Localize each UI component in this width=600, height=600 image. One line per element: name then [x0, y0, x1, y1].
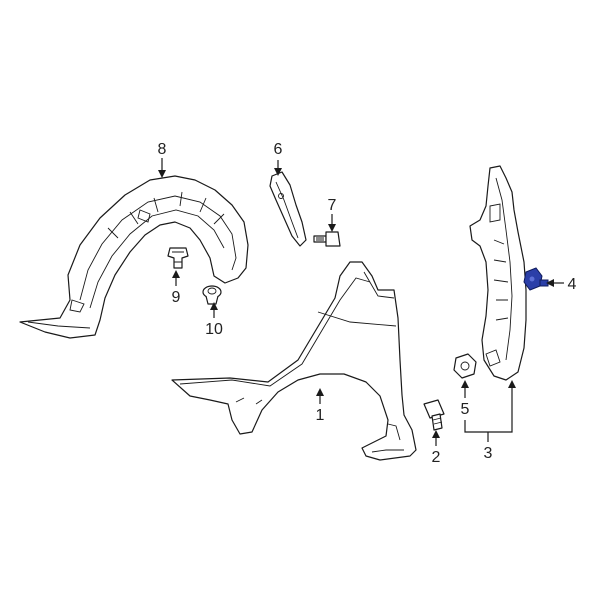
- clip-9-part[interactable]: [167, 247, 189, 269]
- callout-2: 2: [432, 449, 441, 466]
- callout-8: 8: [158, 141, 167, 158]
- bolt-2-part[interactable]: [423, 399, 445, 431]
- callout-6: 6: [274, 141, 283, 158]
- bolt-7-part[interactable]: [313, 231, 341, 247]
- highlighted-screw-part[interactable]: [523, 267, 549, 291]
- fender-brace-part[interactable]: [469, 165, 527, 381]
- leader-lines: [158, 158, 564, 446]
- fender-liner-part[interactable]: [19, 175, 249, 339]
- callout-1: 1: [316, 407, 325, 424]
- nut-5-part[interactable]: [453, 353, 477, 379]
- callout-3: 3: [484, 445, 493, 462]
- callout-4: 4: [568, 276, 577, 293]
- callout-10: 10: [205, 321, 223, 338]
- callout-7: 7: [328, 197, 337, 214]
- bracket-6-part[interactable]: [269, 171, 307, 247]
- front-fender-part[interactable]: [171, 261, 417, 461]
- callout-5: 5: [461, 401, 470, 418]
- callout-9: 9: [172, 289, 181, 306]
- grommet-10-part[interactable]: [202, 285, 222, 305]
- callout-labels: 8 6 7 9 10 1 2 5 3 4: [158, 141, 577, 466]
